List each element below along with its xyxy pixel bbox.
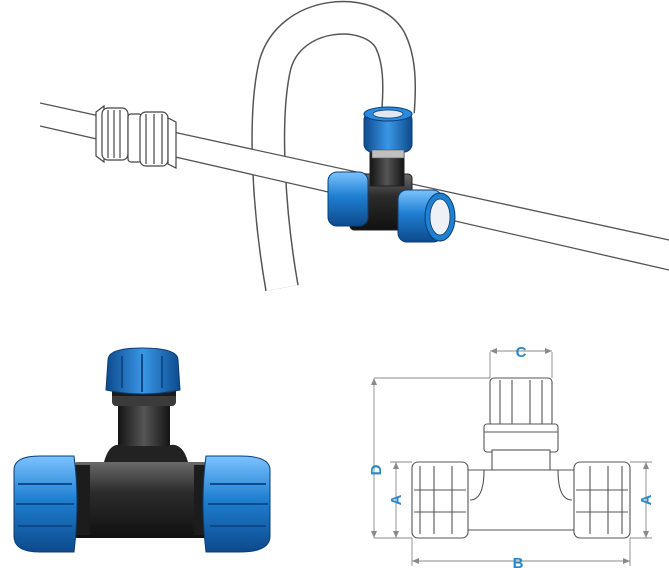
- coupling-sketch: [95, 104, 177, 169]
- sketch-tee-left-cap: [327, 171, 369, 227]
- product-photo-tee: [13, 347, 271, 553]
- tee-in-sketch: [327, 106, 456, 243]
- dimension-lines: [371, 348, 652, 566]
- dim-label-c: C: [516, 344, 527, 361]
- dim-label-b: B: [513, 555, 524, 568]
- technical-drawing: [411, 377, 631, 539]
- dim-label-a-right: A: [638, 494, 655, 505]
- dim-label-a-left: A: [388, 494, 405, 505]
- installation-sketch: [39, 0, 669, 291]
- dim-label-d: D: [368, 464, 385, 475]
- photo-tee-body: [70, 462, 212, 538]
- dimension-labels: C D A A B: [368, 344, 655, 568]
